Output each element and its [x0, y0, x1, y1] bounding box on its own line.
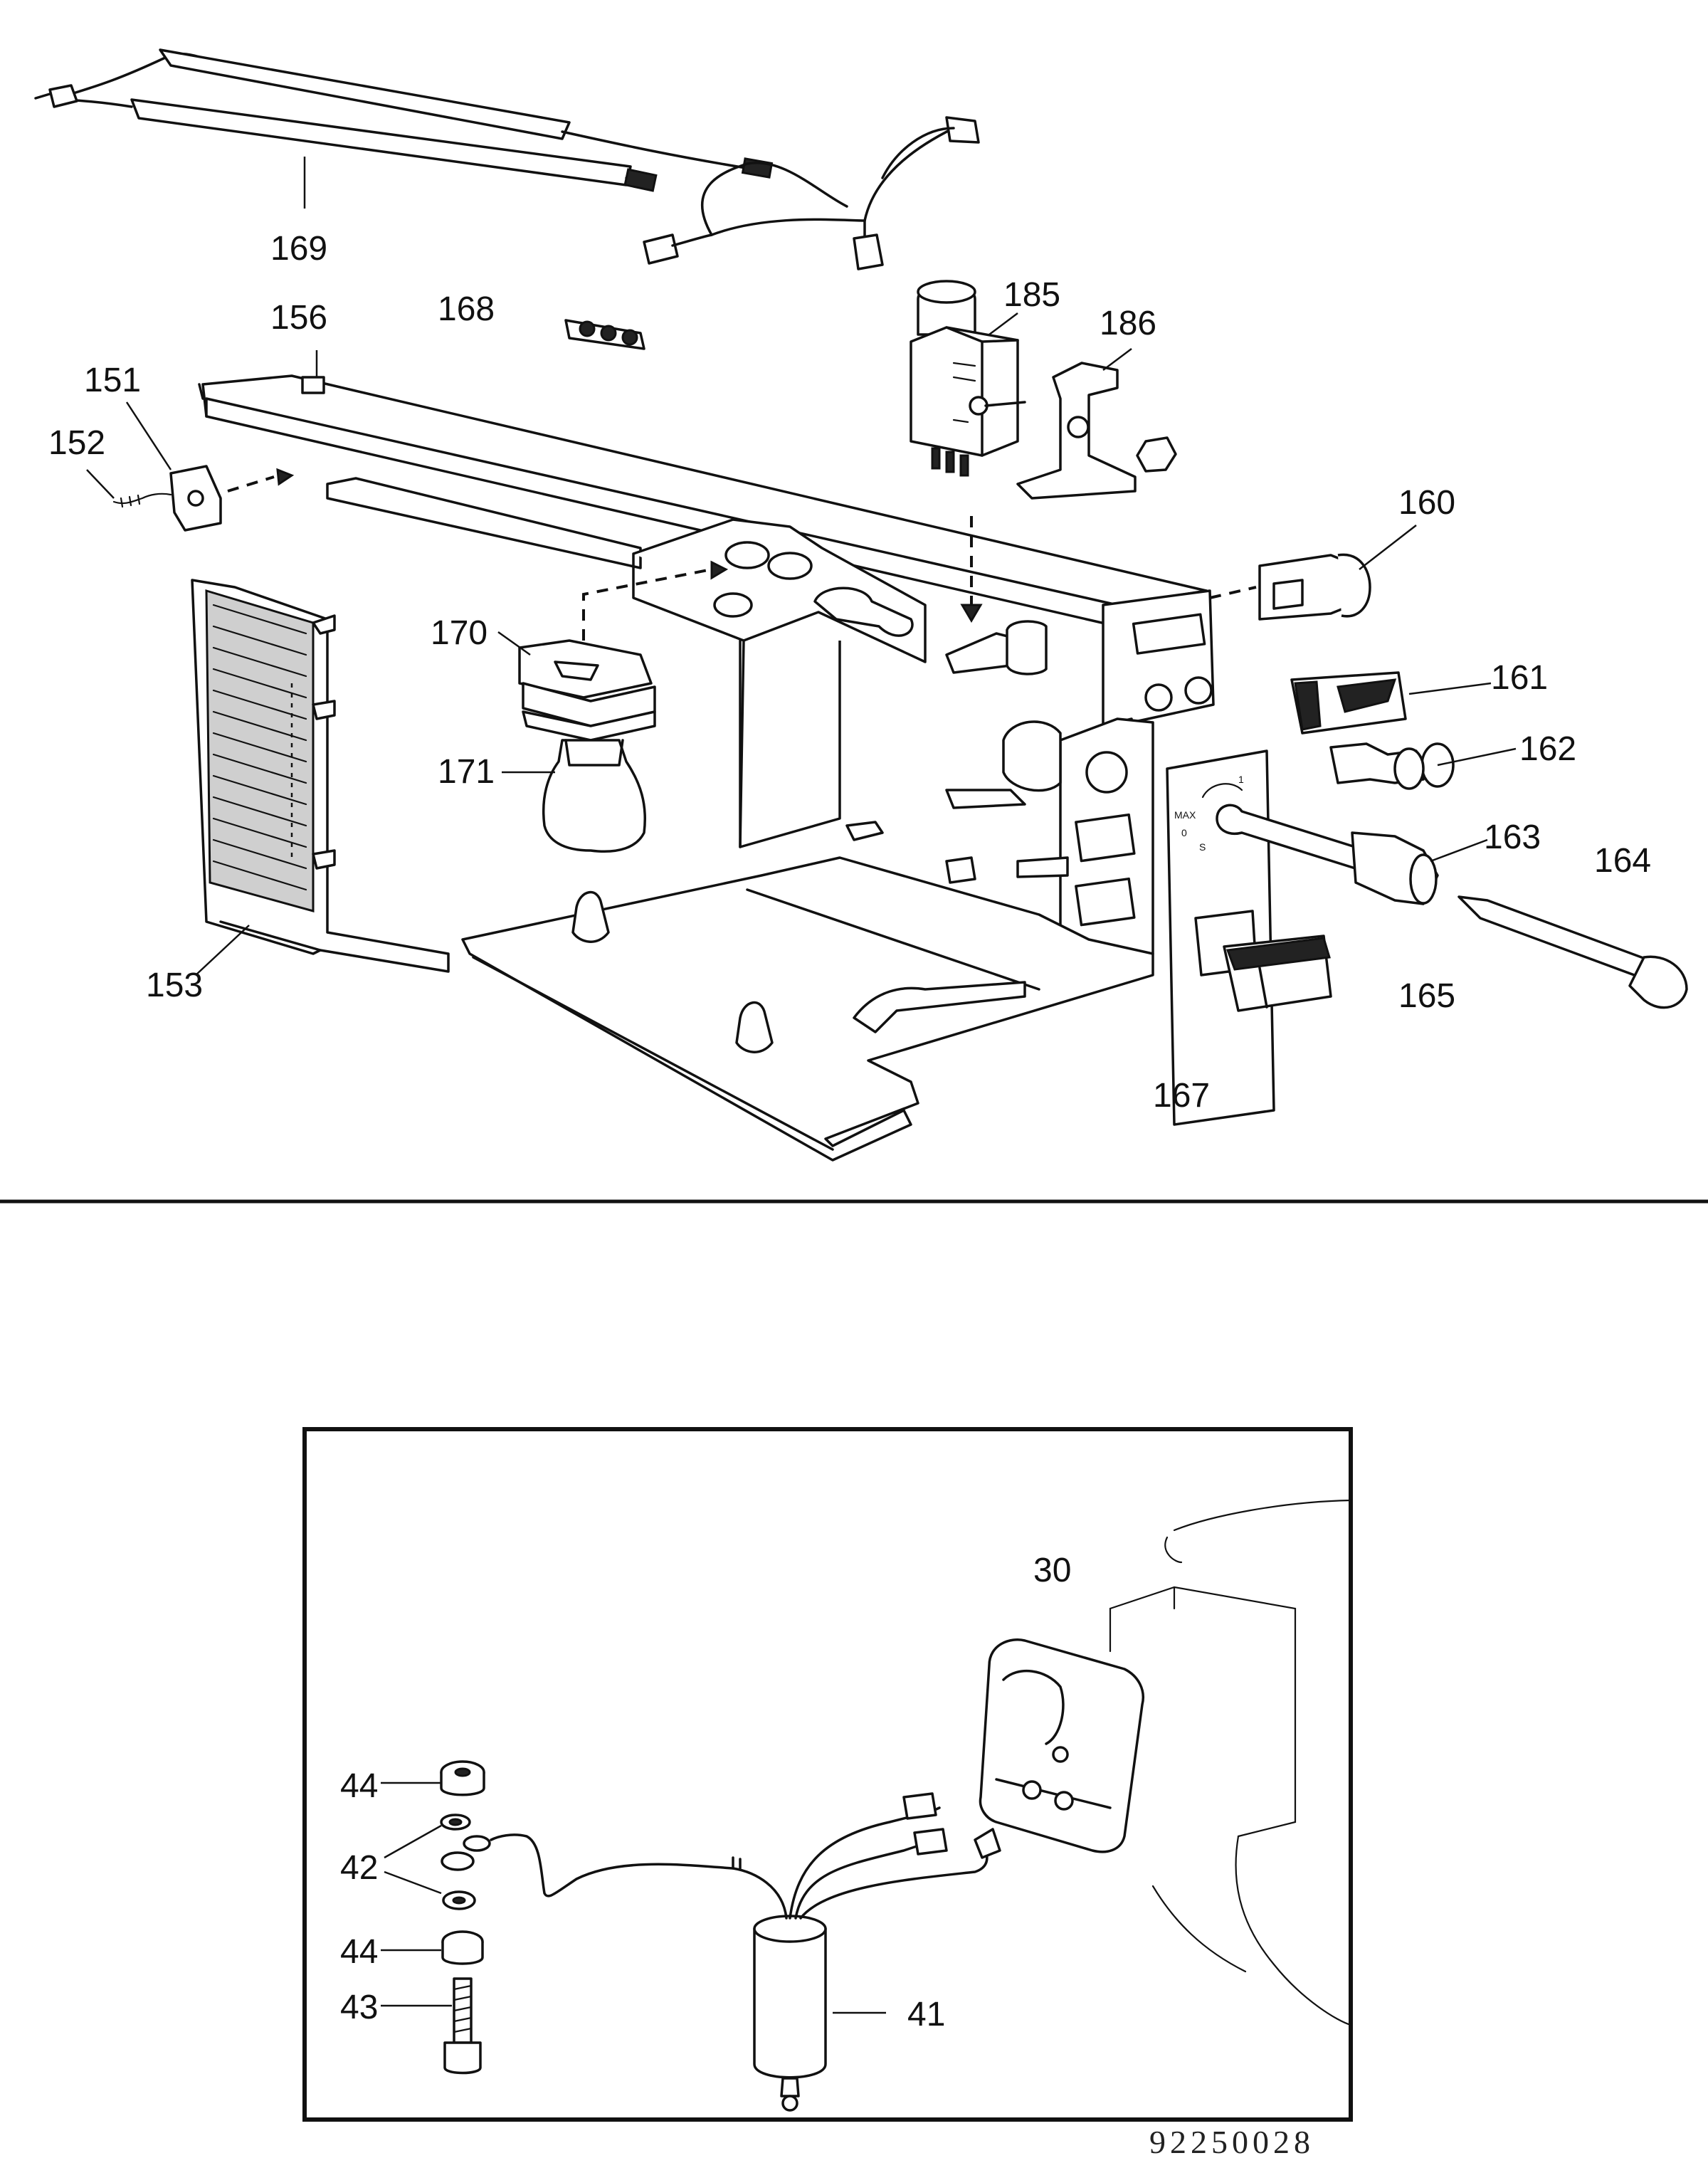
top-leader-lines: [86, 157, 1517, 976]
relay-bracket-186: [1016, 362, 1177, 500]
screwdriver-164: [1457, 895, 1688, 1009]
label-163: 163: [1484, 819, 1541, 856]
label-168: 168: [438, 290, 495, 328]
dial-mark-zero: 0: [1181, 827, 1187, 838]
relay-box: [979, 1638, 1144, 1853]
indicator-162: [1329, 742, 1455, 790]
label-156: 156: [270, 299, 327, 337]
label-44-top: 44: [340, 1767, 378, 1805]
wire-harness-right: [643, 116, 980, 270]
label-44-bottom: 44: [340, 1933, 378, 1971]
label-43: 43: [340, 1989, 378, 2026]
wire-harness-169: [34, 48, 774, 192]
dial-mark-s: S: [1199, 841, 1206, 853]
main-bracket: [198, 374, 1215, 1162]
label-41: 41: [907, 1996, 945, 2033]
label-160: 160: [1398, 484, 1455, 522]
capacitor-41: [753, 1915, 827, 2112]
arrow-head-185: [960, 604, 983, 623]
label-30: 30: [1033, 1552, 1071, 1589]
label-167: 167: [1153, 1077, 1210, 1115]
assembly-arrow-151: [227, 475, 275, 493]
arrow-head-170: [710, 560, 729, 580]
bracket-clip-151: [169, 465, 222, 532]
label-169: 169: [270, 230, 327, 268]
washers-screw: [440, 1760, 485, 2075]
assembly-arrow-160: [1209, 586, 1257, 599]
compressor-30: [1109, 1499, 1352, 2026]
relay-185: [910, 280, 1026, 477]
label-165: 165: [1398, 977, 1455, 1015]
assembly-arrow-170: [582, 568, 712, 641]
rocker-switch-165: [1223, 935, 1332, 1012]
screw-152: [112, 493, 172, 508]
label-42: 42: [340, 1849, 378, 1887]
control-panel-167: MAX 1 0 S: [1166, 749, 1275, 1126]
label-162: 162: [1519, 730, 1576, 768]
arrow-head-151: [276, 468, 295, 486]
dial-mark-max: MAX: [1174, 809, 1196, 821]
label-171: 171: [438, 753, 495, 791]
label-161: 161: [1491, 659, 1548, 697]
capacitor-wires: [463, 1792, 1001, 1920]
connector-160: [1258, 553, 1371, 621]
thermostat-163: [1216, 804, 1439, 905]
switch-161: [1290, 671, 1407, 735]
label-152: 152: [48, 424, 105, 462]
lamp-171: [542, 739, 647, 853]
cover-153: [191, 579, 450, 973]
label-153: 153: [146, 967, 203, 1004]
drawing-code: 92250028: [1149, 2124, 1314, 2158]
lamp-holder-170: [518, 639, 656, 742]
label-186: 186: [1100, 305, 1156, 342]
label-164: 164: [1594, 842, 1651, 880]
label-185: 185: [1003, 276, 1060, 314]
label-170: 170: [431, 614, 487, 652]
label-151: 151: [84, 362, 141, 399]
inset-leader-lines: [381, 1781, 886, 2014]
clip-168: [564, 319, 645, 350]
dial-mark-one: 1: [1238, 774, 1244, 785]
